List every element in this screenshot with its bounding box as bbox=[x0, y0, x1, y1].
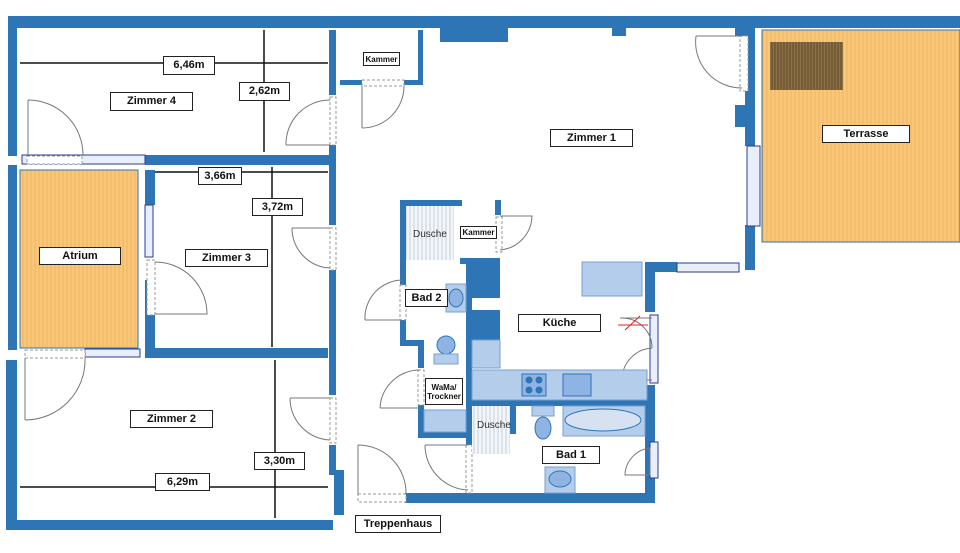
room-label-wama-trockner: WaMa/ Trockner bbox=[425, 378, 463, 405]
toilet-bad1-tank bbox=[531, 405, 555, 417]
kitchen-table bbox=[581, 261, 643, 297]
room-label-terrasse: Terrasse bbox=[822, 125, 910, 143]
kitchen-exit-marker bbox=[624, 315, 641, 331]
terrasse-stairs bbox=[770, 42, 843, 90]
dimension-zimmer3-width: 3,66m bbox=[198, 167, 242, 185]
room-label-dusche-bad1: Dusche bbox=[477, 420, 511, 431]
kitchen-counter bbox=[471, 369, 648, 401]
dimension-zimmer2-width: 6,29m bbox=[155, 473, 210, 491]
room-label-bad2: Bad 2 bbox=[405, 289, 448, 307]
window-kueche-side bbox=[649, 314, 659, 384]
kitchen-cabinet bbox=[472, 310, 500, 340]
room-label-bad1: Bad 1 bbox=[542, 446, 600, 464]
kitchen-sink-icon bbox=[562, 373, 592, 397]
toilet-bad1 bbox=[534, 416, 552, 440]
room-label-zimmer3: Zimmer 3 bbox=[185, 249, 268, 267]
sink-bad2-basin bbox=[448, 288, 464, 308]
window-zimmer3 bbox=[144, 204, 154, 258]
room-label-atrium: Atrium bbox=[39, 247, 121, 265]
kitchen-cabinet bbox=[472, 262, 500, 298]
room-label-treppenhaus: Treppenhaus bbox=[355, 515, 441, 533]
window-zimmer2 bbox=[84, 348, 141, 358]
room-label-zimmer2: Zimmer 2 bbox=[130, 410, 213, 428]
stove-icon bbox=[521, 373, 547, 397]
toilet-bad2 bbox=[436, 335, 456, 355]
room-label-kueche: Küche bbox=[518, 314, 601, 332]
dimension-zimmer3-depth: 3,72m bbox=[252, 198, 303, 216]
room-label-kammer: Kammer bbox=[363, 52, 400, 66]
room-label-dusche-bad2: Dusche bbox=[413, 229, 447, 240]
window-kueche bbox=[676, 262, 740, 273]
washer bbox=[423, 409, 467, 433]
shower-bad2 bbox=[406, 206, 454, 260]
dimension-zimmer4-width: 6,46m bbox=[163, 56, 215, 75]
kitchen-counter bbox=[471, 339, 501, 369]
room-label-zimmer4: Zimmer 4 bbox=[110, 92, 193, 111]
shower-bad1 bbox=[472, 406, 510, 454]
doors[interactable] bbox=[24, 35, 749, 503]
room-label-kammer-bad: Kammer bbox=[460, 226, 497, 239]
dimension-zimmer2-depth: 3,30m bbox=[254, 452, 305, 470]
window-bad1 bbox=[649, 441, 659, 479]
dimension-zimmer4-depth: 2,62m bbox=[239, 82, 290, 101]
room-label-zimmer1: Zimmer 1 bbox=[550, 129, 633, 147]
window-zimmer1 bbox=[746, 145, 761, 227]
